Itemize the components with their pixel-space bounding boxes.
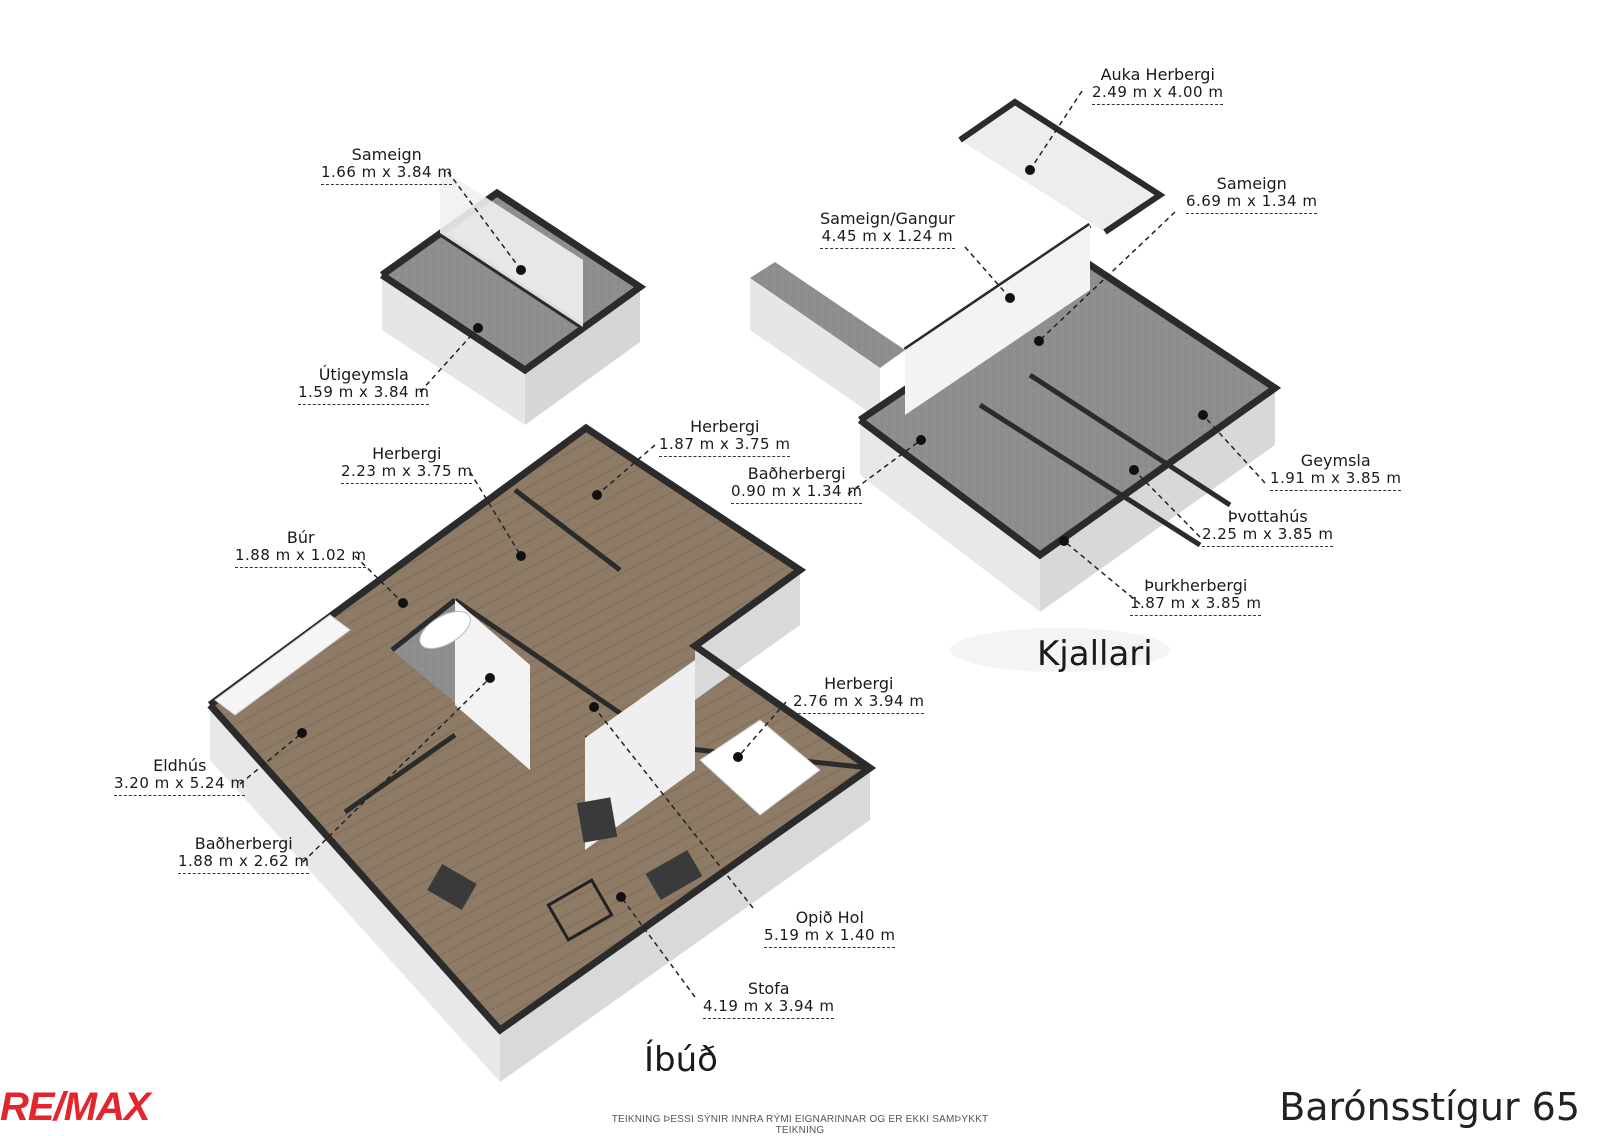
- room-dimensions: 1.87 m x 3.75 m: [659, 436, 791, 457]
- room-label-sameign-gangur: Sameign/Gangur 4.45 m x 1.24 m: [820, 209, 955, 249]
- room-label-utigeymsla: Útigeymsla 1.59 m x 3.84 m: [298, 365, 430, 405]
- room-label-auka-herbergi: Auka Herbergi 2.49 m x 4.00 m: [1092, 65, 1224, 105]
- room-dimensions: 1.66 m x 3.84 m: [321, 164, 453, 185]
- disclaimer-text: TEIKNING ÞESSI SÝNIR INNRA RÝMI EIGNARIN…: [611, 1114, 989, 1136]
- room-markers: [239, 90, 1266, 998]
- room-name: Herbergi: [690, 417, 760, 436]
- room-dimensions: 2.49 m x 4.00 m: [1092, 84, 1224, 105]
- room-label-bur: Búr 1.88 m x 1.02 m: [235, 528, 367, 568]
- room-name: Stofa: [747, 979, 790, 998]
- room-dimensions: 2.25 m x 3.85 m: [1202, 526, 1334, 547]
- room-name: Útigeymsla: [318, 365, 409, 384]
- room-label-herbergi-1: Herbergi 1.87 m x 3.75 m: [659, 417, 791, 457]
- apartment-block: [207, 423, 877, 1082]
- room-marker-dots: [297, 165, 1208, 902]
- storage-block: [379, 168, 647, 425]
- room-name: Búr: [286, 528, 315, 547]
- room-name: Herbergi: [372, 444, 442, 463]
- room-dimensions: 5.19 m x 1.40 m: [764, 927, 896, 948]
- room-dimensions: 3.20 m x 5.24 m: [114, 775, 246, 796]
- room-name: Þvottahús: [1227, 507, 1308, 526]
- room-label-badherbergi-ibud: Baðherbergi 1.88 m x 2.62 m: [178, 834, 310, 874]
- room-label-sameign-kj: Sameign 6.69 m x 1.34 m: [1186, 174, 1318, 214]
- room-dimensions: 1.87 m x 3.85 m: [1130, 595, 1262, 616]
- floor-title-kjallari: Kjallari: [1037, 634, 1153, 674]
- property-address: Barónsstígur 65: [1279, 1085, 1580, 1129]
- room-dimensions: 6.69 m x 1.34 m: [1186, 193, 1318, 214]
- room-name: Sameign/Gangur: [820, 209, 955, 228]
- room-label-stofa: Stofa 4.19 m x 3.94 m: [703, 979, 835, 1019]
- room-name: Sameign: [1216, 174, 1287, 193]
- room-name: Baðherbergi: [747, 464, 846, 483]
- room-name: Eldhús: [153, 756, 207, 775]
- room-dimensions: 1.59 m x 3.84 m: [298, 384, 430, 405]
- room-name: Geymsla: [1300, 451, 1371, 470]
- room-label-thvottahus: Þvottahús 2.25 m x 3.85 m: [1202, 507, 1334, 547]
- remax-logo-max: MAX: [63, 1085, 151, 1129]
- room-label-herbergi-3: Herbergi 2.76 m x 3.94 m: [793, 674, 925, 714]
- room-dimensions: 2.76 m x 3.94 m: [793, 693, 925, 714]
- room-dimensions: 2.23 m x 3.75 m: [341, 463, 473, 484]
- room-dimensions: 4.45 m x 1.24 m: [820, 228, 955, 249]
- room-dimensions: 1.91 m x 3.85 m: [1270, 470, 1402, 491]
- floor-title-ibud: Íbúð: [644, 1040, 718, 1080]
- basement-block: [750, 98, 1282, 672]
- room-name: Baðherbergi: [194, 834, 293, 853]
- room-label-geymsla: Geymsla 1.91 m x 3.85 m: [1270, 451, 1402, 491]
- room-label-opid-hol: Opið Hol 5.19 m x 1.40 m: [764, 908, 896, 948]
- room-dimensions: 4.19 m x 3.94 m: [703, 998, 835, 1019]
- room-name: Auka Herbergi: [1100, 65, 1215, 84]
- room-label-eldhus: Eldhús 3.20 m x 5.24 m: [114, 756, 246, 796]
- room-name: Þurkherbergi: [1144, 576, 1248, 595]
- room-name: Sameign: [351, 145, 422, 164]
- remax-logo-re: RE/: [0, 1085, 65, 1129]
- room-label-herbergi-2: Herbergi 2.23 m x 3.75 m: [341, 444, 473, 484]
- room-dimensions: 1.88 m x 1.02 m: [235, 547, 367, 568]
- room-label-thurkherbergi: Þurkherbergi 1.87 m x 3.85 m: [1130, 576, 1262, 616]
- remax-logo: RE/MAX: [0, 1085, 151, 1130]
- room-dimensions: 1.88 m x 2.62 m: [178, 853, 310, 874]
- room-dimensions: 0.90 m x 1.34 m: [731, 483, 863, 504]
- room-label-badherbergi-kj: Baðherbergi 0.90 m x 1.34 m: [731, 464, 863, 504]
- room-label-sameign-top: Sameign 1.66 m x 3.84 m: [321, 145, 453, 185]
- room-name: Opið Hol: [795, 908, 864, 927]
- room-name: Herbergi: [824, 674, 894, 693]
